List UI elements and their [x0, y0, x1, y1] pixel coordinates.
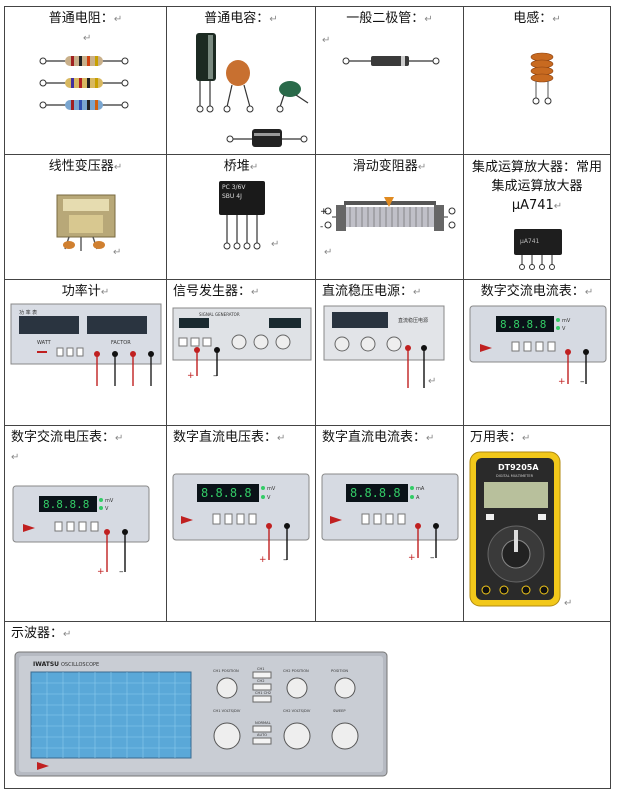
cell-dc-ammeter: 数字直流电流表：↵ 8.8.8.8 mA A +–	[315, 425, 464, 622]
ac-voltmeter-image: 8.8.8.8 mV V + –	[12, 485, 150, 577]
bridge-image: PC 3/6V SBU 4J	[219, 181, 265, 215]
opamp-image: μA741	[514, 229, 562, 270]
svg-text:8.8.8.8: 8.8.8.8	[350, 486, 401, 500]
component-table: 普通电阻：↵ ↵ 普通电容：↵	[4, 6, 611, 789]
svg-text:–: –	[283, 555, 288, 565]
oscilloscope-image: IWATSU OSCILLOSCOPE CH1 POSITION CH2 POS…	[14, 651, 388, 777]
label-rheostat: 滑动变阻器	[352, 159, 418, 174]
label-oscilloscope: 示波器：	[11, 626, 64, 641]
capacitor-image	[196, 33, 309, 147]
cell-capacitor: 普通电容：↵	[166, 6, 316, 155]
rheostat-image: + -	[320, 197, 456, 232]
signal-generator-image: SIGNAL GENERATOR + –	[172, 307, 312, 381]
cell-dc-voltmeter: 数字直流电压表：↵ 8.8.8.8 mV V +–	[166, 425, 316, 622]
svg-text:CH2: CH2	[257, 679, 265, 683]
svg-text:V: V	[562, 326, 566, 332]
svg-text:DT9205A: DT9205A	[498, 463, 539, 472]
svg-text:V: V	[267, 495, 271, 501]
svg-text:OSCILLOSCOPE: OSCILLOSCOPE	[61, 662, 99, 668]
svg-text:+: +	[558, 377, 566, 387]
svg-text:–: –	[430, 553, 435, 563]
svg-text:NORMAL: NORMAL	[255, 721, 271, 725]
cell-transformer: 线性变压器↵ ↵	[4, 154, 167, 280]
label-dc-ammeter: 数字直流电流表：	[322, 430, 427, 445]
cell-resistor: 普通电阻：↵ ↵	[4, 6, 167, 155]
svg-text:V: V	[105, 506, 109, 512]
svg-text:+: +	[187, 371, 195, 381]
svg-text:IWATSU: IWATSU	[33, 661, 59, 668]
cell-signal-generator: 信号发生器：↵ SIGNAL GENERATOR +–	[166, 279, 316, 426]
transformer-image	[56, 194, 116, 251]
inductor-image	[530, 52, 554, 105]
dc-voltmeter-image: 8.8.8.8 mV V + –	[172, 473, 310, 565]
svg-text:+: +	[408, 553, 416, 563]
label-ac-ammeter: 数字交流电流表：	[480, 284, 585, 299]
svg-text:8.8.8.8: 8.8.8.8	[43, 498, 89, 511]
label-capacitor: 普通电容：	[204, 11, 270, 26]
dc-supply-image: 直流稳压电源	[323, 305, 445, 388]
label-dc-voltmeter: 数字直流电压表：	[173, 430, 278, 445]
label-bridge: 桥堆	[223, 159, 250, 174]
svg-text:CH2 POSITION: CH2 POSITION	[283, 669, 309, 673]
cell-ac-voltmeter: 数字交流电压表：↵ ↵ 8.8.8.8 mV V +–	[4, 425, 167, 622]
svg-text:–: –	[580, 377, 585, 387]
svg-text:WATT: WATT	[37, 340, 52, 346]
bridge-leads	[223, 215, 261, 250]
svg-text:mV: mV	[105, 498, 114, 504]
cell-bridge: 桥堆↵ PC 3/6V SBU 4J ↵	[166, 154, 316, 280]
resistor-image	[39, 56, 129, 110]
svg-text:功 率 表: 功 率 表	[19, 309, 37, 316]
label-ac-voltmeter: 数字交流电压表：	[11, 430, 116, 445]
svg-text:mV: mV	[562, 318, 571, 324]
svg-text:+: +	[320, 207, 328, 217]
svg-text:8.8.8.8: 8.8.8.8	[201, 486, 252, 500]
svg-text:CH1 CH2: CH1 CH2	[255, 691, 271, 695]
svg-text:SIGNAL GENERATOR: SIGNAL GENERATOR	[199, 312, 240, 317]
svg-text:–: –	[213, 371, 218, 381]
svg-text:CH1 POSITION: CH1 POSITION	[213, 669, 239, 673]
svg-text:POSITION: POSITION	[331, 669, 348, 673]
svg-text:+: +	[259, 555, 267, 565]
cell-rheostat: 滑动变阻器↵ + - ↵	[315, 154, 464, 280]
cell-wattmeter: 功率计↵ 功 率 表 WATT FACTOR	[4, 279, 167, 426]
wattmeter-image: 功 率 表 WATT FACTOR	[10, 303, 162, 386]
label-transformer: 线性变压器	[48, 159, 114, 174]
bridge-text-1: PC 3/6V	[222, 184, 246, 191]
svg-text:CH1: CH1	[257, 667, 265, 671]
svg-text:AUTO: AUTO	[257, 733, 267, 737]
svg-text:–: –	[119, 567, 124, 577]
svg-text:CH2 VOLTS/DIV: CH2 VOLTS/DIV	[283, 709, 311, 713]
cell-oscilloscope: 示波器：↵ IWATSU OSCILLOSCOPE CH1 POSITION C…	[4, 621, 611, 789]
diode-image	[342, 56, 440, 66]
svg-text:直流稳压电源: 直流稳压电源	[398, 317, 428, 324]
svg-text:+: +	[97, 567, 105, 577]
svg-text:SWEEP: SWEEP	[333, 709, 346, 713]
label-signal-generator: 信号发生器：	[173, 284, 252, 299]
label-multimeter: 万用表：	[470, 430, 523, 445]
label-inductor: 电感：	[513, 11, 553, 26]
svg-text:CH1 VOLTS/DIV: CH1 VOLTS/DIV	[213, 709, 241, 713]
cell-dc-supply: 直流稳压电源：↵ 直流稳压电源 ↵	[315, 279, 464, 426]
svg-text:mV: mV	[267, 486, 276, 492]
dc-ammeter-image: 8.8.8.8 mA A + –	[321, 473, 459, 563]
svg-text:A: A	[416, 495, 420, 501]
cell-opamp: 集成运算放大器：常用集成运算放大器μA741↵ μA741	[463, 154, 611, 280]
label-dc-supply: 直流稳压电源：	[322, 284, 414, 299]
cell-diode: 一般二极管：↵ ↵	[315, 6, 464, 155]
cell-ac-ammeter: 数字交流电流表：↵ 8.8.8.8 mV V +–	[463, 279, 611, 426]
label-diode: 一般二极管：	[346, 11, 425, 26]
ac-ammeter-image: 8.8.8.8 mV V + –	[469, 305, 607, 387]
opamp-chip-text: μA741	[520, 238, 540, 245]
cell-multimeter: 万用表：↵ DT9205A DIGITAL MULTIMETER ↵	[463, 425, 611, 622]
svg-text:-: -	[320, 222, 323, 232]
label-wattmeter: 功率计	[61, 284, 101, 299]
label-resistor: 普通电阻：	[48, 11, 114, 26]
svg-text:8.8.8.8: 8.8.8.8	[500, 318, 546, 331]
svg-text:mA: mA	[416, 486, 425, 492]
svg-text:FACTOR: FACTOR	[111, 340, 131, 346]
multimeter-image: DT9205A DIGITAL MULTIMETER	[469, 451, 561, 607]
svg-text:DIGITAL MULTIMETER: DIGITAL MULTIMETER	[496, 474, 534, 478]
label-opamp: 集成运算放大器：常用集成运算放大器μA741	[471, 160, 602, 213]
cell-inductor: 电感：↵	[463, 6, 611, 155]
